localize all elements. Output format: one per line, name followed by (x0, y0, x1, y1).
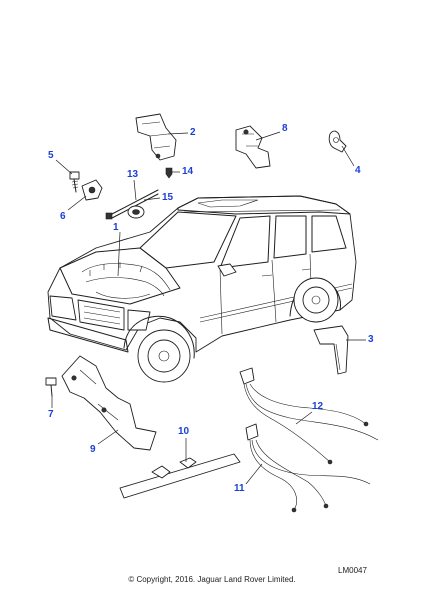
callout-10: 10 (178, 426, 190, 437)
part-12-harness (239, 367, 379, 465)
callout-15: 15 (162, 192, 174, 203)
callout-11: 11 (234, 483, 245, 494)
part-3-bracket (313, 325, 349, 375)
callout-14: 14 (182, 166, 194, 177)
callout-8: 8 (282, 123, 288, 134)
callout-5: 5 (48, 150, 54, 161)
callout-4: 4 (355, 165, 361, 176)
part-10-trim-strip (119, 453, 241, 499)
callout-7: 7 (48, 409, 54, 420)
callout-6: 6 (60, 211, 66, 222)
leader-lines (51, 131, 366, 485)
copyright-notice: © Copyright, 2016. Jaguar Land Rover Lim… (128, 575, 296, 584)
callout-2: 2 (190, 127, 196, 138)
diagram-reference-code: LM0047 (338, 566, 367, 575)
part-11-harness (245, 423, 371, 513)
part-14-small-clip (165, 167, 173, 179)
callout-9: 9 (90, 444, 96, 455)
part-2-harness-cover (135, 113, 177, 161)
part-5-bolt (69, 171, 80, 193)
part-6-connector (81, 179, 103, 201)
callout-3: 3 (368, 334, 374, 345)
callout-12: 12 (312, 401, 324, 412)
part-8-bracket (235, 125, 271, 169)
callout-13: 13 (127, 169, 139, 180)
part-9-cover (61, 355, 157, 451)
part-7-bolt (45, 377, 57, 397)
vehicle-illustration (47, 195, 357, 383)
callout-1: 1 (113, 222, 119, 233)
part-15-grommet (127, 205, 145, 219)
